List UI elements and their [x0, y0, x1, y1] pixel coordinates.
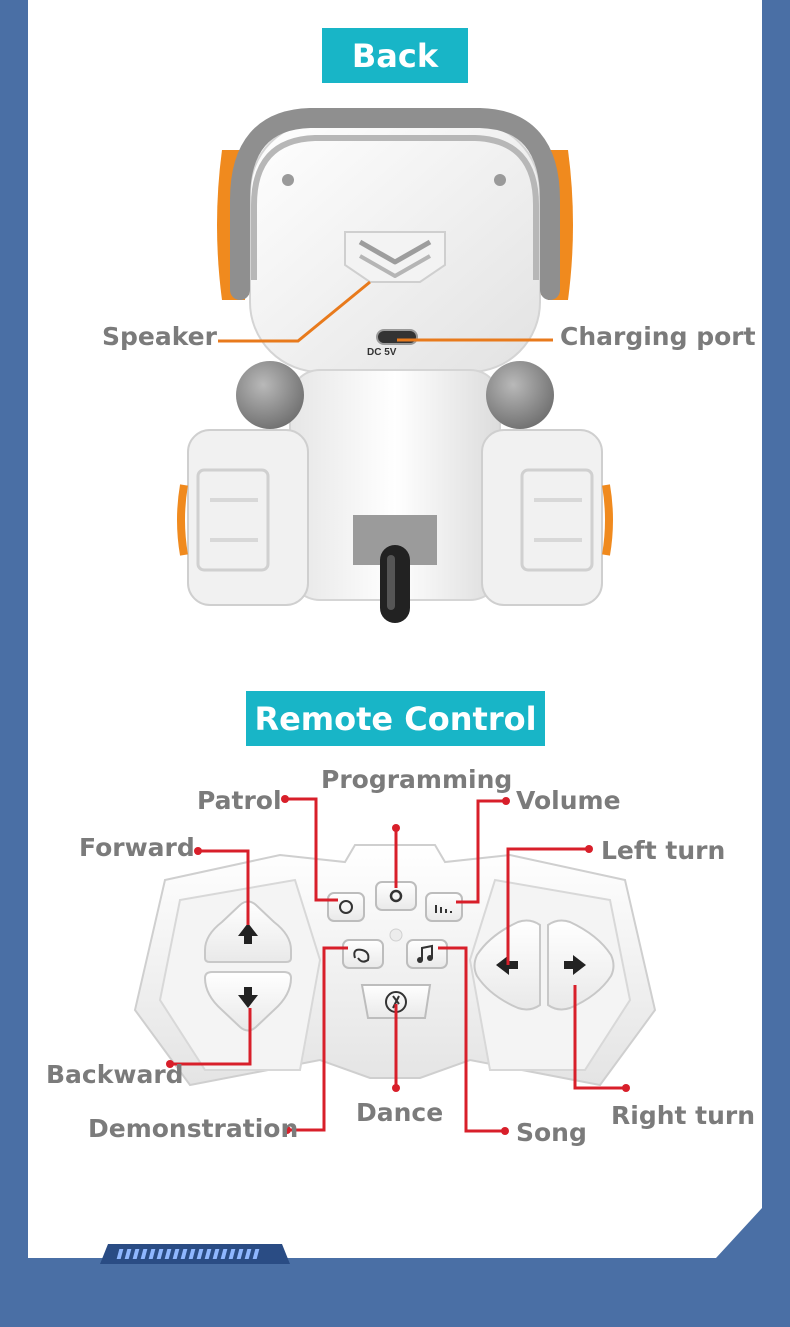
- patrol-label: Patrol: [197, 786, 282, 815]
- charging-port-label: Charging port: [560, 322, 756, 351]
- left-turn-label: Left turn: [601, 836, 726, 865]
- back-title: Back: [322, 28, 468, 83]
- dance-label: Dance: [356, 1098, 444, 1127]
- remote-leader-lines: [166, 795, 630, 1135]
- speaker-label: Speaker: [102, 322, 217, 351]
- dc-5v-text: DC 5V: [367, 347, 397, 358]
- right-turn-label: Right turn: [611, 1101, 756, 1130]
- forward-label: Forward: [79, 833, 195, 862]
- stripe-decoration: [116, 1249, 260, 1259]
- backward-label: Backward: [46, 1060, 184, 1089]
- demonstration-label: Demonstration: [88, 1114, 299, 1143]
- volume-label: Volume: [516, 786, 621, 815]
- song-label: Song: [516, 1118, 587, 1147]
- programming-label: Programming: [321, 765, 513, 794]
- remote-control-illustration: [133, 844, 657, 1087]
- robot-back-illustration: [177, 108, 613, 623]
- panel-corner-cut: [716, 1208, 762, 1258]
- back-leader-lines: [218, 280, 553, 343]
- remote-control-title: Remote Control: [246, 691, 545, 746]
- bottom-band: [0, 1258, 790, 1327]
